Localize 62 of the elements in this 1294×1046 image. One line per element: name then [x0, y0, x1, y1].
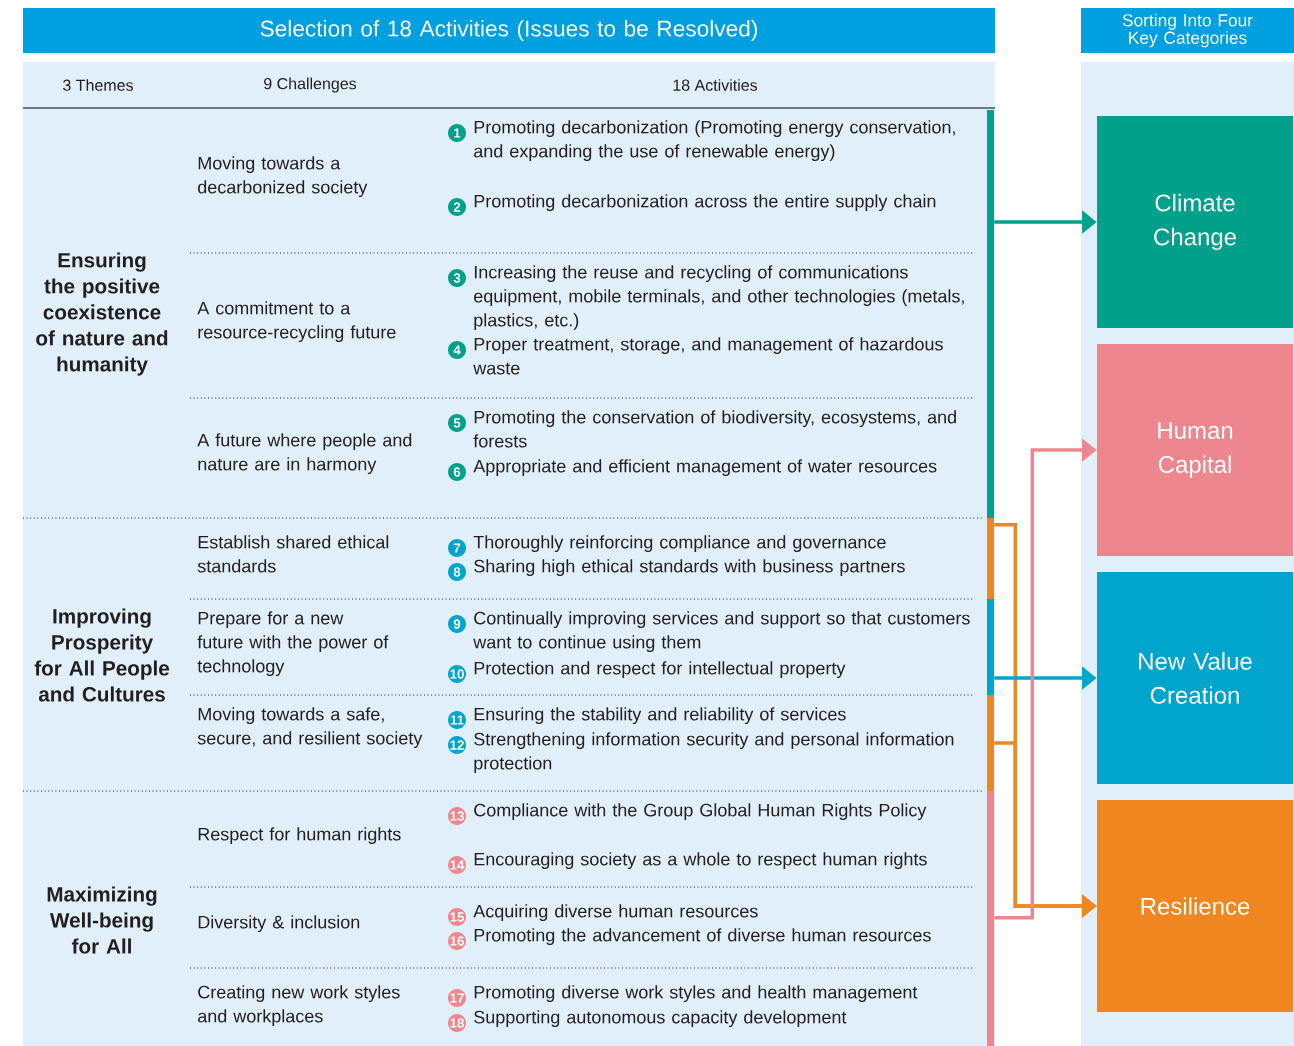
- activity-text: Protection and respect for intellectual property: [474, 661, 846, 679]
- activity-text: Thoroughly reinforcing compliance and governance: [473, 535, 886, 553]
- number-badge: 1: [448, 124, 466, 142]
- activity-text: Acquiring diverse human resources: [473, 904, 758, 922]
- challenge-label: Establish shared ethical standards: [197, 535, 389, 573]
- category-bar: [987, 599, 994, 695]
- number-badge: 2: [448, 198, 466, 216]
- activity-text: Promoting the advancement of diverse human resources: [474, 928, 931, 946]
- category-box: Human Capital: [1097, 344, 1293, 556]
- number-badge: 3: [448, 269, 466, 287]
- activity-text: Promoting the conservation of biodiversity, ecosystems, and forests: [473, 410, 956, 448]
- theme-label: Ensuring the positive coexistence of nature and humanity: [36, 252, 168, 376]
- category-box: New Value Creation: [1097, 572, 1293, 784]
- number-badge: 6: [448, 463, 466, 481]
- number-badge: 10: [448, 665, 466, 683]
- number-badge: 11: [448, 711, 466, 729]
- category-bar: [987, 518, 994, 599]
- theme-label: Maximizing Well-being for All: [47, 886, 157, 954]
- activity-text: Continually improving services and support so that customers want to continue using them: [473, 611, 970, 653]
- column-header: 3 Themes: [63, 79, 133, 91]
- number-badge: 17: [448, 989, 466, 1007]
- number-badge: 14: [448, 856, 466, 874]
- activity-text: Encouraging society as a whole to respect human rights: [474, 852, 927, 870]
- number-badge: 5: [448, 414, 466, 432]
- number-badge: 18: [448, 1014, 466, 1032]
- number-badge: 12: [448, 736, 466, 754]
- activity-text: Increasing the reuse and recycling of communications equipment, mobile terminals, and other technologies (metals, plastics, etc.): [474, 265, 964, 331]
- number-badge: 13: [448, 807, 466, 825]
- activity-text: Proper treatment, storage, and management of hazardous waste: [473, 337, 943, 375]
- header-band: Sorting Into Four Key Categories: [1081, 8, 1294, 53]
- challenge-label: Prepare for a new future with the power of technology: [197, 611, 389, 677]
- activity-text: Ensuring the stability and reliability of services: [474, 707, 846, 725]
- number-badge: 15: [448, 908, 466, 926]
- category-box: Climate Change: [1097, 116, 1293, 328]
- activity-text: Promoting diverse work styles and health management: [474, 985, 918, 1003]
- activity-text: Appropriate and efficient management of water resources: [473, 459, 937, 477]
- number-badge: 7: [448, 539, 466, 557]
- activity-text: Compliance with the Group Global Human Rights Policy: [474, 803, 927, 821]
- number-badge: 4: [448, 341, 466, 359]
- number-badge: 8: [448, 563, 466, 581]
- activity-text: Promoting decarbonization across the entire supply chain: [474, 194, 936, 212]
- category-box: Resilience: [1097, 800, 1293, 1012]
- category-bar: [987, 791, 994, 1046]
- theme-label: Improving Prosperity for All People and Cultures: [34, 608, 170, 702]
- number-badge: 16: [448, 932, 466, 950]
- activity-text: Promoting decarbonization (Promoting energy conservation, and expanding the use of renewable energy): [474, 120, 955, 162]
- challenge-label: Moving towards a safe, secure, and resilient society: [197, 707, 423, 749]
- challenge-label: Respect for human rights: [198, 827, 401, 845]
- activity-text: Sharing high ethical standards with business partners: [474, 559, 905, 577]
- column-header: 9 Challenges: [264, 77, 357, 93]
- challenge-label: Moving towards a decarbonized society: [198, 156, 368, 198]
- title-band: Selection of 18 Activities (Issues to be Resolved): [23, 8, 995, 53]
- challenge-label: Creating new work styles and workplaces: [198, 985, 400, 1027]
- challenge-label: A commitment to a resource-recycling future: [197, 301, 396, 343]
- category-bar: [987, 110, 994, 518]
- challenge-label: Diversity & inclusion: [198, 915, 360, 933]
- challenge-label: A future where people and nature are in harmony: [197, 433, 412, 475]
- column-header: 18 Activities: [673, 79, 758, 91]
- activity-text: Strengthening information security and personal information protection: [474, 732, 954, 774]
- activity-text: Supporting autonomous capacity development: [474, 1010, 847, 1028]
- number-badge: 9: [448, 615, 466, 633]
- category-bar: [987, 695, 994, 791]
